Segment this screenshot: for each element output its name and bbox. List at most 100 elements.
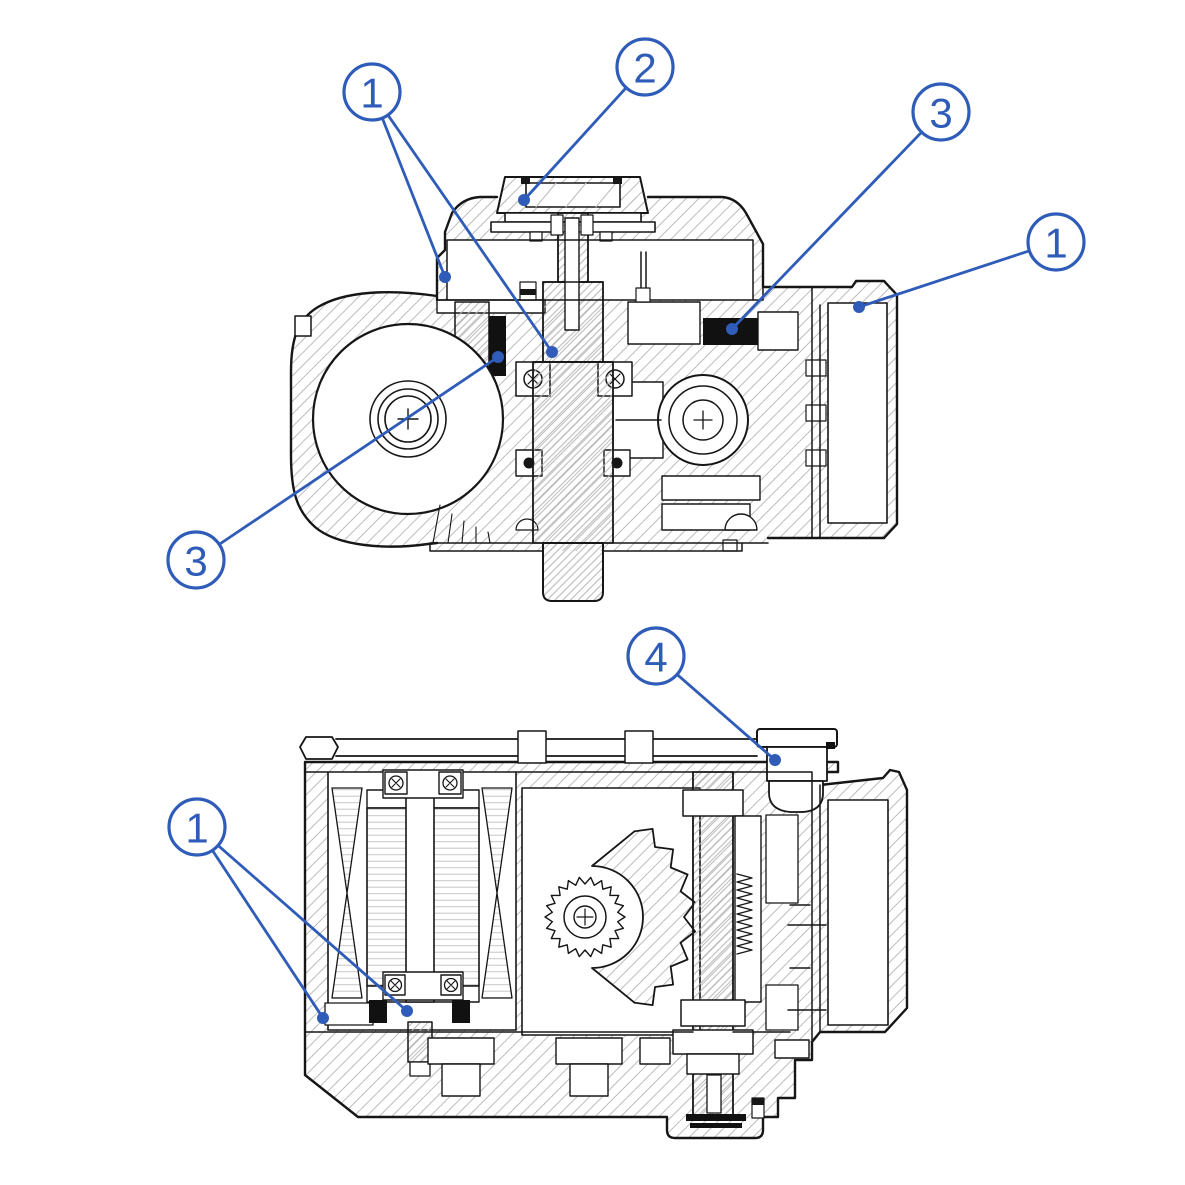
stem-rod	[564, 217, 580, 331]
cap-seal-2	[690, 1123, 742, 1128]
rotor-shaft	[405, 771, 435, 1003]
worm-cylinder-mid	[668, 385, 738, 455]
leader-dot	[401, 1005, 413, 1017]
callout-1: 1	[342, 62, 558, 358]
balloon-circle	[1026, 212, 1086, 272]
lower-seal-dot-right	[611, 457, 623, 469]
leader-dot	[492, 351, 504, 363]
balloon-label: 1	[1044, 220, 1067, 267]
housing-tab	[294, 315, 312, 337]
left-flange-plate	[436, 299, 546, 314]
output-collar-low	[672, 1029, 754, 1055]
tie-rod-spacer-2	[624, 730, 654, 764]
stem-nut-right	[580, 214, 594, 236]
leader-line	[858, 249, 1030, 309]
balloon-circle	[626, 626, 686, 686]
motor-seal-right	[452, 1000, 470, 1023]
leader-dot	[317, 1012, 329, 1024]
right-strip-upper	[765, 814, 799, 904]
lower-can-cavity	[827, 799, 889, 1026]
leader-line	[217, 844, 408, 1013]
top-section-view	[289, 176, 899, 602]
rotor-ball-top-marks	[391, 778, 455, 788]
callouts: 1 2 3 1 3 4 1	[166, 37, 1086, 1024]
cap-screw-head	[752, 1098, 764, 1105]
leader-line	[380, 117, 447, 278]
output-nut	[686, 1053, 740, 1075]
handwheel-ring-1	[369, 380, 447, 458]
callout-1: 1	[167, 797, 413, 1024]
balloon-circle	[342, 62, 402, 122]
lower-seal-dot-left	[523, 457, 535, 469]
output-shaft-bore	[706, 1074, 722, 1114]
worm-thread	[736, 873, 753, 955]
base-fan-lines	[432, 504, 491, 544]
rotor-shaft-tip	[409, 1061, 431, 1077]
spur-gear-cross	[576, 908, 594, 926]
can-notch-2	[805, 404, 827, 422]
bottom-section-view	[299, 728, 909, 1140]
cap-screw-left	[521, 178, 530, 184]
lower-half-round	[724, 513, 758, 531]
cap-stud-right	[599, 231, 613, 242]
base-foot	[722, 539, 738, 552]
switch-compartment	[627, 301, 701, 345]
balloon-label: 1	[185, 805, 208, 852]
balloon-label: 3	[929, 90, 952, 137]
leader-line	[522, 86, 628, 201]
leader-dot	[726, 323, 738, 335]
callout-3: 3	[726, 82, 971, 335]
base-interior-line	[304, 1031, 791, 1118]
handwheel-ring-2	[377, 388, 439, 450]
worm-cylinder-cross	[693, 410, 713, 430]
balloon-label: 4	[644, 634, 667, 681]
seal-left	[489, 316, 506, 376]
can-notch-3	[805, 449, 827, 467]
balloon-label: 1	[360, 70, 383, 117]
rotor-ball-bot-marks	[390, 980, 456, 990]
lower-box-1	[661, 475, 761, 501]
leader-dot	[769, 754, 781, 766]
leader-dot	[518, 194, 530, 206]
wall-block-left	[324, 1002, 374, 1026]
callout-3: 3	[166, 351, 504, 590]
leader-dot	[546, 346, 558, 358]
callout-2: 2	[518, 37, 675, 206]
seal-right-retainer	[757, 311, 799, 351]
can-notch-1	[805, 359, 827, 377]
top-view-internal-lines	[429, 239, 821, 552]
plate-bolt-band	[520, 289, 536, 295]
balloon-circle	[167, 797, 227, 857]
stem-nut-left	[550, 214, 564, 236]
balloon-circle	[166, 530, 226, 590]
callout-1: 1	[853, 212, 1086, 313]
balloon-circle	[911, 82, 971, 142]
switch-pin-foot	[635, 287, 651, 303]
leader-line	[386, 114, 554, 353]
tie-rod-spacer-1	[517, 730, 547, 764]
callout-4: 4	[626, 626, 781, 766]
tie-rod-hex-head	[299, 736, 339, 760]
vent-plug-seal	[826, 742, 835, 749]
base-bosses	[427, 1037, 810, 1097]
input-shaft-stub	[542, 542, 604, 602]
worm-cylinder-hub	[682, 399, 724, 441]
lower-view-internal-lines	[304, 771, 827, 1041]
output-collar-mid	[680, 999, 746, 1027]
leader-line	[218, 355, 499, 546]
leader-line	[211, 849, 325, 1019]
right-strip-lower	[765, 984, 799, 1031]
motor-seal-left	[369, 1000, 387, 1023]
balloon-label: 2	[633, 45, 656, 92]
stator-stack-left	[331, 787, 363, 999]
balloon-label: 3	[184, 538, 207, 585]
cap-stud-left	[529, 231, 543, 242]
output-collar-top	[682, 789, 744, 817]
cap-screw-right	[613, 178, 622, 184]
handwheel-ring-3	[384, 395, 432, 443]
can-cavity	[827, 302, 888, 524]
sight-glass-hatch	[535, 182, 617, 208]
leader-dot	[439, 271, 451, 283]
